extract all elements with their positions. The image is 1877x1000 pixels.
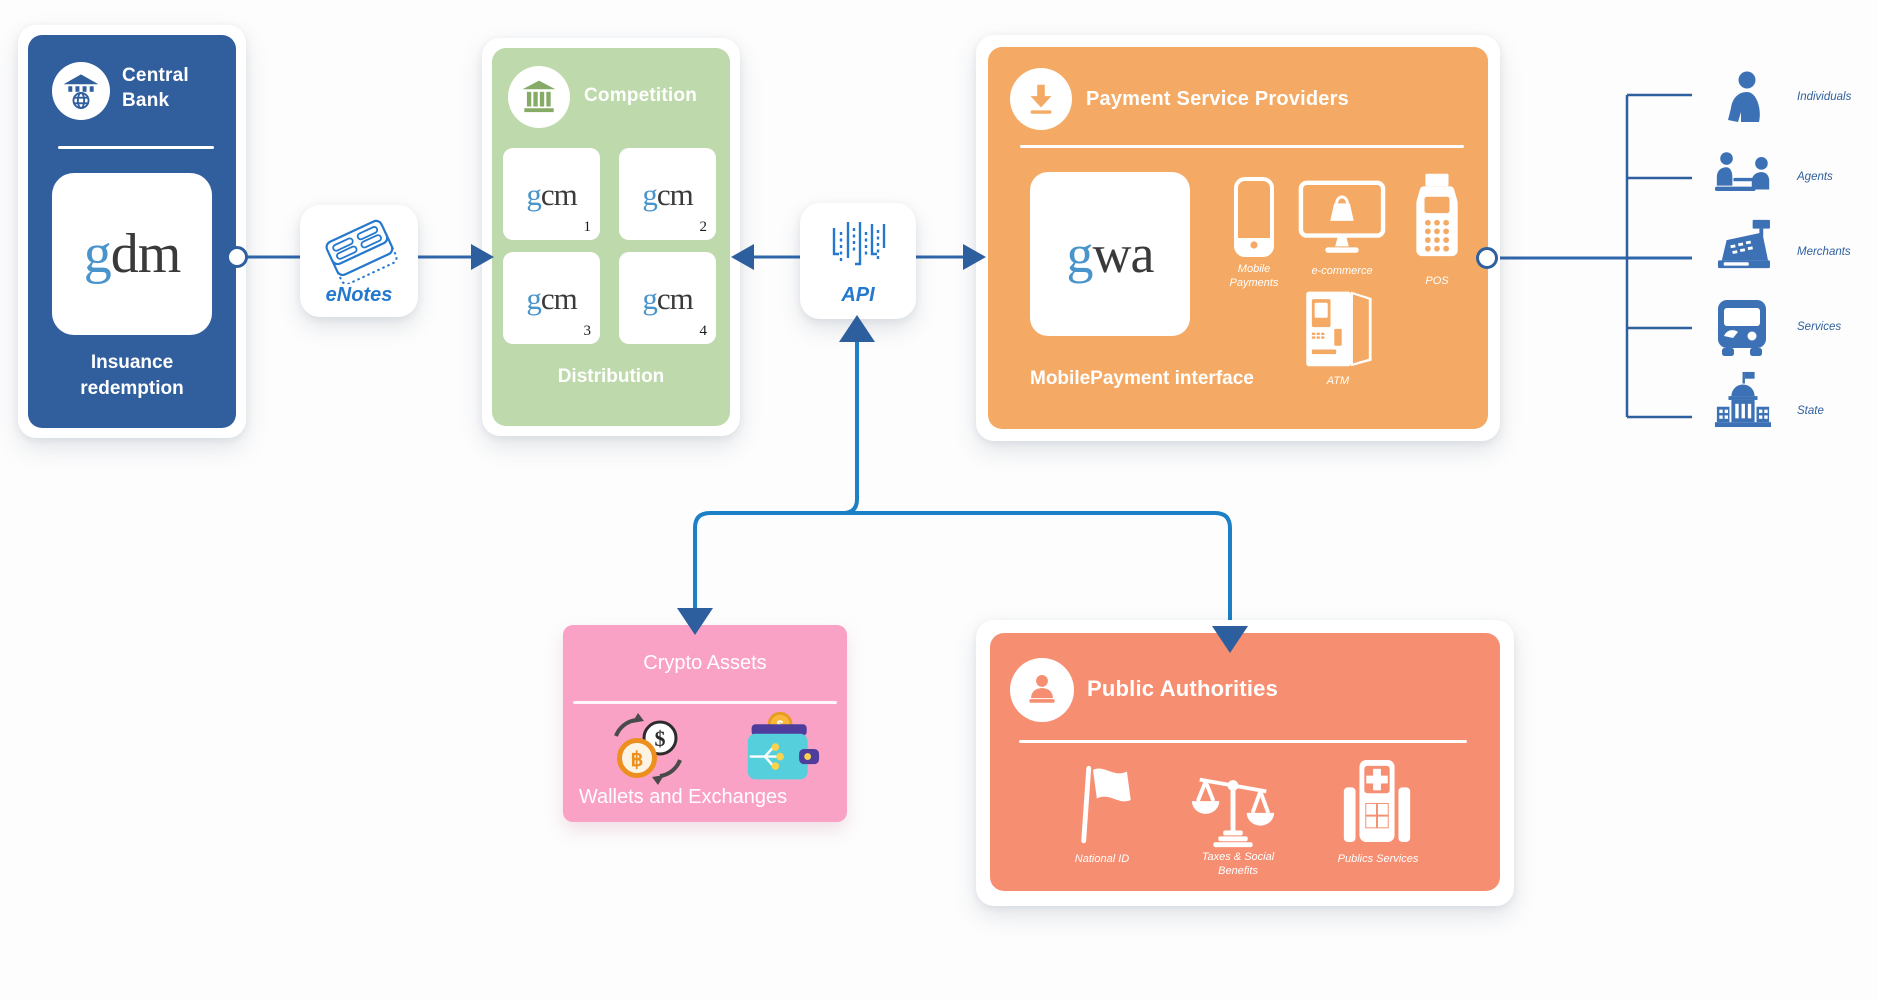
person-podium-icon: [1022, 670, 1062, 710]
crypto-caption: Wallets and Exchanges: [578, 786, 788, 808]
gcm-box-3: gcm 3: [503, 252, 600, 344]
api-icon: [826, 216, 890, 278]
gcm-number: 4: [699, 323, 708, 339]
agents-label: Agents: [1797, 171, 1833, 183]
central-bank-badge: [52, 62, 110, 120]
public-services-label: Publics Services: [1337, 853, 1419, 865]
individuals-label: Individuals: [1797, 91, 1852, 103]
enotes-icon: [312, 210, 406, 284]
gwa-logo: gwa: [1066, 224, 1155, 284]
national-id-icon: [1076, 763, 1138, 849]
enotes-label: eNotes: [325, 284, 393, 306]
gcm-logo: gcm: [526, 280, 577, 316]
taxes-benefits-label: Taxes & Social Benefits: [1201, 851, 1275, 878]
svg-text:$: $: [655, 726, 666, 751]
gdm-logo-box: gdm: [52, 173, 212, 335]
pos-label: POS: [1425, 275, 1449, 287]
gcm-logo: gcm: [642, 176, 693, 212]
atm-icon: [1298, 286, 1378, 370]
competition-badge: [508, 66, 570, 128]
gcm-box-2: gcm 2: [619, 148, 716, 240]
gdm-logo: gdm: [83, 223, 182, 285]
national-id-label: National ID: [1074, 853, 1130, 865]
api-label: API: [841, 284, 875, 306]
public-authorities-title: Public Authorities: [1087, 676, 1279, 701]
state-icon: [1712, 370, 1774, 428]
bank-icon: [520, 78, 558, 116]
atm-label: ATM: [1326, 375, 1350, 387]
exchange-icon: $ ฿: [604, 710, 692, 788]
api-card: [800, 203, 916, 319]
psp-divider: [1020, 145, 1464, 148]
svg-text:฿: ฿: [631, 749, 644, 771]
services-label: Services: [1797, 321, 1842, 333]
psp-caption: MobilePayment interface: [1030, 368, 1254, 389]
public-services-icon: [1338, 758, 1416, 844]
services-icon: [1714, 296, 1770, 358]
gwa-logo-box: gwa: [1030, 172, 1190, 336]
ecommerce-label: e-commerce: [1311, 265, 1373, 277]
psp-title: Payment Service Providers: [1086, 88, 1349, 110]
gcm-number: 1: [583, 219, 592, 235]
agents-icon: [1712, 150, 1776, 200]
mobile-payments-icon: [1233, 176, 1275, 258]
merchants-label: Merchants: [1797, 246, 1851, 258]
scales-icon: [1188, 762, 1278, 854]
psp-badge: [1010, 68, 1072, 130]
competition-title: Competition: [584, 85, 698, 106]
gcm-logo: gcm: [526, 176, 577, 212]
gcm-box-4: gcm 4: [619, 252, 716, 344]
mobile-payments-label: Mobile Payments: [1229, 263, 1279, 290]
gcm-number: 3: [583, 323, 592, 339]
ecommerce-icon: [1297, 178, 1387, 258]
central-bank-icon: [62, 72, 100, 110]
gcm-number: 2: [699, 219, 708, 235]
central-bank-caption: Insuance redemption: [80, 352, 184, 399]
crypto-title: Crypto Assets: [643, 652, 767, 674]
gcm-logo: gcm: [642, 280, 693, 316]
central-bank-divider: [58, 146, 214, 149]
state-label: State: [1797, 405, 1824, 417]
merchants-icon: [1712, 218, 1774, 270]
central-bank-title: Central Bank: [122, 65, 189, 111]
individuals-icon: [1722, 70, 1766, 126]
public-authorities-divider: [1019, 740, 1467, 743]
public-authorities-card: [990, 633, 1500, 891]
crypto-card: [563, 625, 847, 822]
public-authorities-badge: [1010, 658, 1074, 722]
pos-icon: [1412, 170, 1462, 262]
gcm-box-1: gcm 1: [503, 148, 600, 240]
crypto-divider: [573, 701, 837, 704]
download-icon: [1022, 80, 1060, 118]
competition-caption: Distribution: [557, 366, 665, 387]
crypto-wallet-icon: $: [744, 708, 820, 788]
